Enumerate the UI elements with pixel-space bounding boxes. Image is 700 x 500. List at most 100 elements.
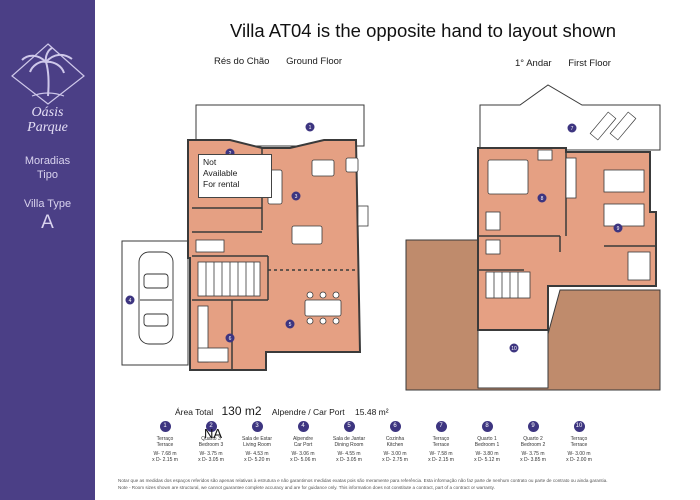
legend-name-en: Dining Room	[334, 442, 364, 448]
legend-depth: x D- 5.06 m	[290, 457, 316, 463]
legend-depth: x D- 5.12 m	[474, 457, 500, 463]
legend-name-pt: Terraço	[156, 436, 174, 442]
not-available-label: Not Available For rental	[198, 154, 272, 198]
first-floor-label-pt: 1° Andar	[515, 58, 552, 69]
legend-number: 7	[435, 421, 447, 432]
legend-depth: x D- 3.05 m	[198, 457, 224, 463]
svg-text:5: 5	[289, 322, 292, 328]
legend-number: 3	[251, 421, 263, 432]
legend-name-en: Terrace	[570, 442, 588, 448]
legend-width: W- 3.06 m	[291, 451, 315, 457]
terrace-1	[195, 104, 365, 147]
legend-number: 9	[527, 421, 539, 432]
na-label: NA	[204, 426, 223, 441]
footnote-line1: Notar que as medidas dos espaços referid…	[118, 478, 608, 483]
first-floor-label: 1° Andar First Floor	[515, 58, 611, 69]
legend-name-en: Bedroom 2	[520, 442, 546, 448]
total-area-label: Área Total	[175, 407, 214, 417]
legend-number: 5	[343, 421, 355, 432]
legend-name-en: Bedroom 1	[474, 442, 500, 448]
legend-width: W- 3.80 m	[475, 451, 499, 457]
svg-text:8: 8	[541, 196, 544, 202]
ground-floor-label-pt: Rés do Chão	[214, 56, 270, 67]
legend-depth: x D- 2.15 m	[428, 457, 454, 463]
first-floor-label-en: First Floor	[568, 58, 611, 69]
villa-type-label: Villa Type	[23, 198, 72, 210]
brand-subtitle-line2: Tipo	[37, 169, 58, 181]
ground-room-markers: 1 2 3 4 5 6	[125, 122, 315, 343]
first-stair	[485, 271, 531, 299]
svg-text:3: 3	[295, 194, 298, 200]
legend-name-pt: Quarto 1	[477, 436, 497, 442]
legend-width: W- 3.75 m	[199, 451, 223, 457]
legend-name-en: Bedroom 3	[198, 442, 224, 448]
ground-floor-label: Rés do Chão Ground Floor	[214, 56, 342, 67]
legend-width: W- 3.00 m	[383, 451, 407, 457]
not-available-line3: For rental	[203, 179, 240, 189]
svg-text:9: 9	[617, 226, 620, 232]
legend-name-pt: Alpendre	[292, 436, 313, 442]
legend-depth: x D- 2.00 m	[566, 457, 592, 463]
legend-width: W- 3.00 m	[567, 451, 591, 457]
carport-area-value: 15.48 m²	[355, 407, 389, 417]
not-available-line1: Not	[203, 157, 217, 167]
not-available-line2: Available	[203, 168, 238, 178]
legend-name-pt: Sala de Estar	[241, 436, 273, 442]
car-icon	[138, 251, 174, 345]
brand-sidebar: Oásis Parque Moradias Tipo Villa Type A	[0, 0, 95, 500]
legend-name-en: Terrace	[432, 442, 450, 448]
villa-type-letter: A	[41, 212, 54, 233]
legend-number: 2	[205, 421, 217, 432]
legend-name-en: Terrace	[156, 442, 174, 448]
brand-name-line1: Oásis	[31, 105, 64, 120]
legend-width: W- 3.75 m	[521, 451, 545, 457]
brand-subtitle-line1: Moradias	[24, 155, 71, 167]
legend-width: W- 4.53 m	[245, 451, 269, 457]
legend-depth: x D- 3.85 m	[520, 457, 546, 463]
area-summary: Área Total 130 m2 Alpendre / Car Port 15…	[175, 404, 389, 424]
legend-name-pt: Quarto 2	[523, 436, 543, 442]
legend-name-pt: Cozinha	[385, 436, 405, 442]
first-room-markers: 7 8 9 10	[509, 123, 623, 353]
legend-depth: x D- 2.75 m	[382, 457, 408, 463]
svg-text:7: 7	[571, 126, 574, 132]
legend-name-en: Car Port	[293, 442, 313, 448]
svg-text:1: 1	[309, 125, 312, 131]
legend-name-pt: Sala de Jantar	[332, 436, 366, 442]
legend-name-en: Living Room	[243, 442, 271, 448]
svg-text:10: 10	[511, 346, 517, 352]
legend-name-pt: Quarto 3	[201, 436, 221, 442]
brand-name-line2: Parque	[27, 120, 68, 135]
terrace-10	[477, 329, 549, 389]
legend-depth: x D- 3.05 m	[336, 457, 362, 463]
legend-depth: x D- 5.20 m	[244, 457, 270, 463]
footnote-line2: Note - Room sizes shown are structural, …	[118, 484, 495, 490]
legend-name-en: Kitchen	[386, 442, 404, 448]
palm-tree-logo-icon	[11, 43, 85, 105]
ground-floor-plan: 1 2 3 4 5 6	[121, 104, 369, 371]
legend-depth: x D- 2.15 m	[152, 457, 178, 463]
legend-width: W- 7.68 m	[153, 451, 177, 457]
legend-number: 8	[481, 421, 493, 432]
total-area-value: 130 m2	[221, 404, 262, 418]
legend-width: W- 4.55 m	[337, 451, 361, 457]
legend-name-pt: Terraço	[432, 436, 450, 442]
legend-number: 4	[297, 421, 309, 432]
footnote: Notar que as medidas dos espaços referid…	[118, 478, 698, 491]
first-floor-plan: 7 8 9 10	[405, 84, 661, 391]
legend-number: 10	[573, 421, 585, 432]
svg-text:6: 6	[229, 336, 232, 342]
legend-number: 6	[389, 421, 401, 432]
legend-name-pt: Terraço	[570, 436, 588, 442]
ground-stair	[197, 261, 261, 297]
legend-number: 1	[159, 421, 171, 432]
